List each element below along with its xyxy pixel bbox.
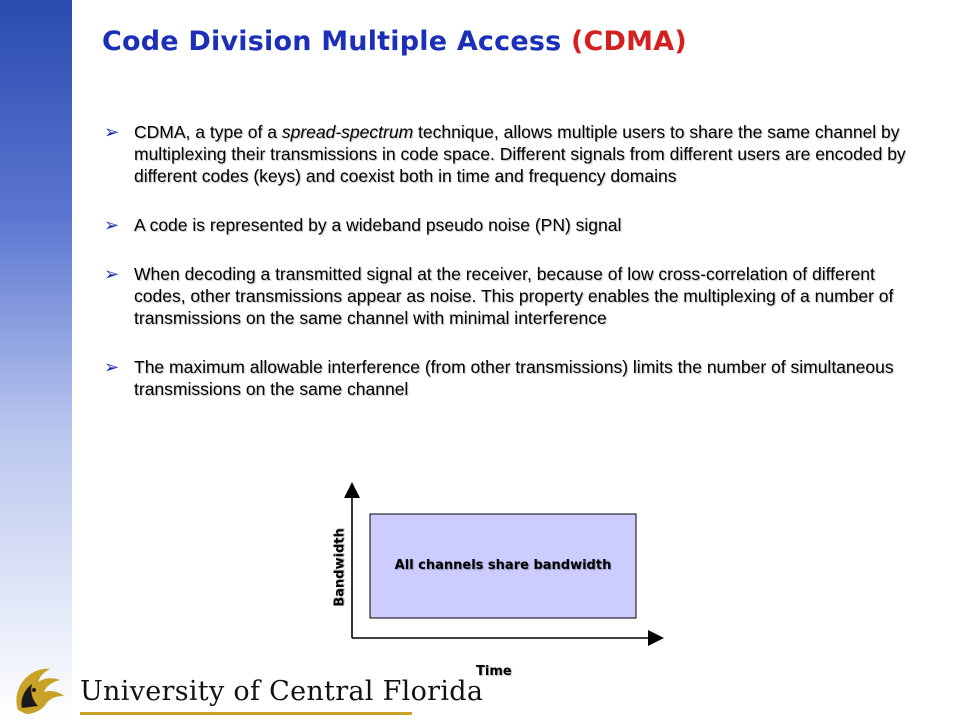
side-gradient-band (0, 0, 72, 720)
bullet-text: A code is represented by a wideband pseu… (134, 215, 622, 235)
arrow-bullet-icon: ➢ (104, 264, 120, 284)
arrow-bullet-icon: ➢ (104, 122, 120, 142)
bullet-text: When decoding a transmitted signal at th… (134, 264, 894, 328)
slide-title: Code Division Multiple Access (CDMA) (102, 26, 687, 57)
bullet-item: ➢ A code is represented by a wideband ps… (104, 214, 910, 236)
bullet-list: ➢ CDMA, a type of a spread-spectrum tech… (104, 121, 910, 427)
box-label: All channels share bandwidth (394, 558, 612, 573)
bullet-item: ➢ The maximum allowable interference (fr… (104, 356, 910, 400)
arrow-bullet-icon: ➢ (104, 215, 120, 235)
bullet-item: ➢ CDMA, a type of a spread-spectrum tech… (104, 121, 910, 187)
footer-gold-rule (80, 712, 412, 715)
y-axis-label: Bandwidth (332, 528, 348, 607)
bullet-text-post: technique, allows multiple users to shar… (134, 122, 906, 186)
title-accent: (CDMA) (570, 26, 687, 57)
bullet-text-emphasis: spread-spectrum (281, 122, 414, 142)
bullet-item: ➢ When decoding a transmitted signal at … (104, 263, 910, 329)
x-axis-label: Time (476, 664, 512, 679)
bullet-text: The maximum allowable interference (from… (134, 357, 894, 399)
university-name: University of Central Florida (80, 676, 484, 707)
bullet-text-pre: CDMA, a type of a (134, 122, 282, 142)
title-main: Code Division Multiple Access (102, 26, 571, 57)
arrow-bullet-icon: ➢ (104, 357, 120, 377)
pegasus-logo-icon (16, 668, 64, 714)
